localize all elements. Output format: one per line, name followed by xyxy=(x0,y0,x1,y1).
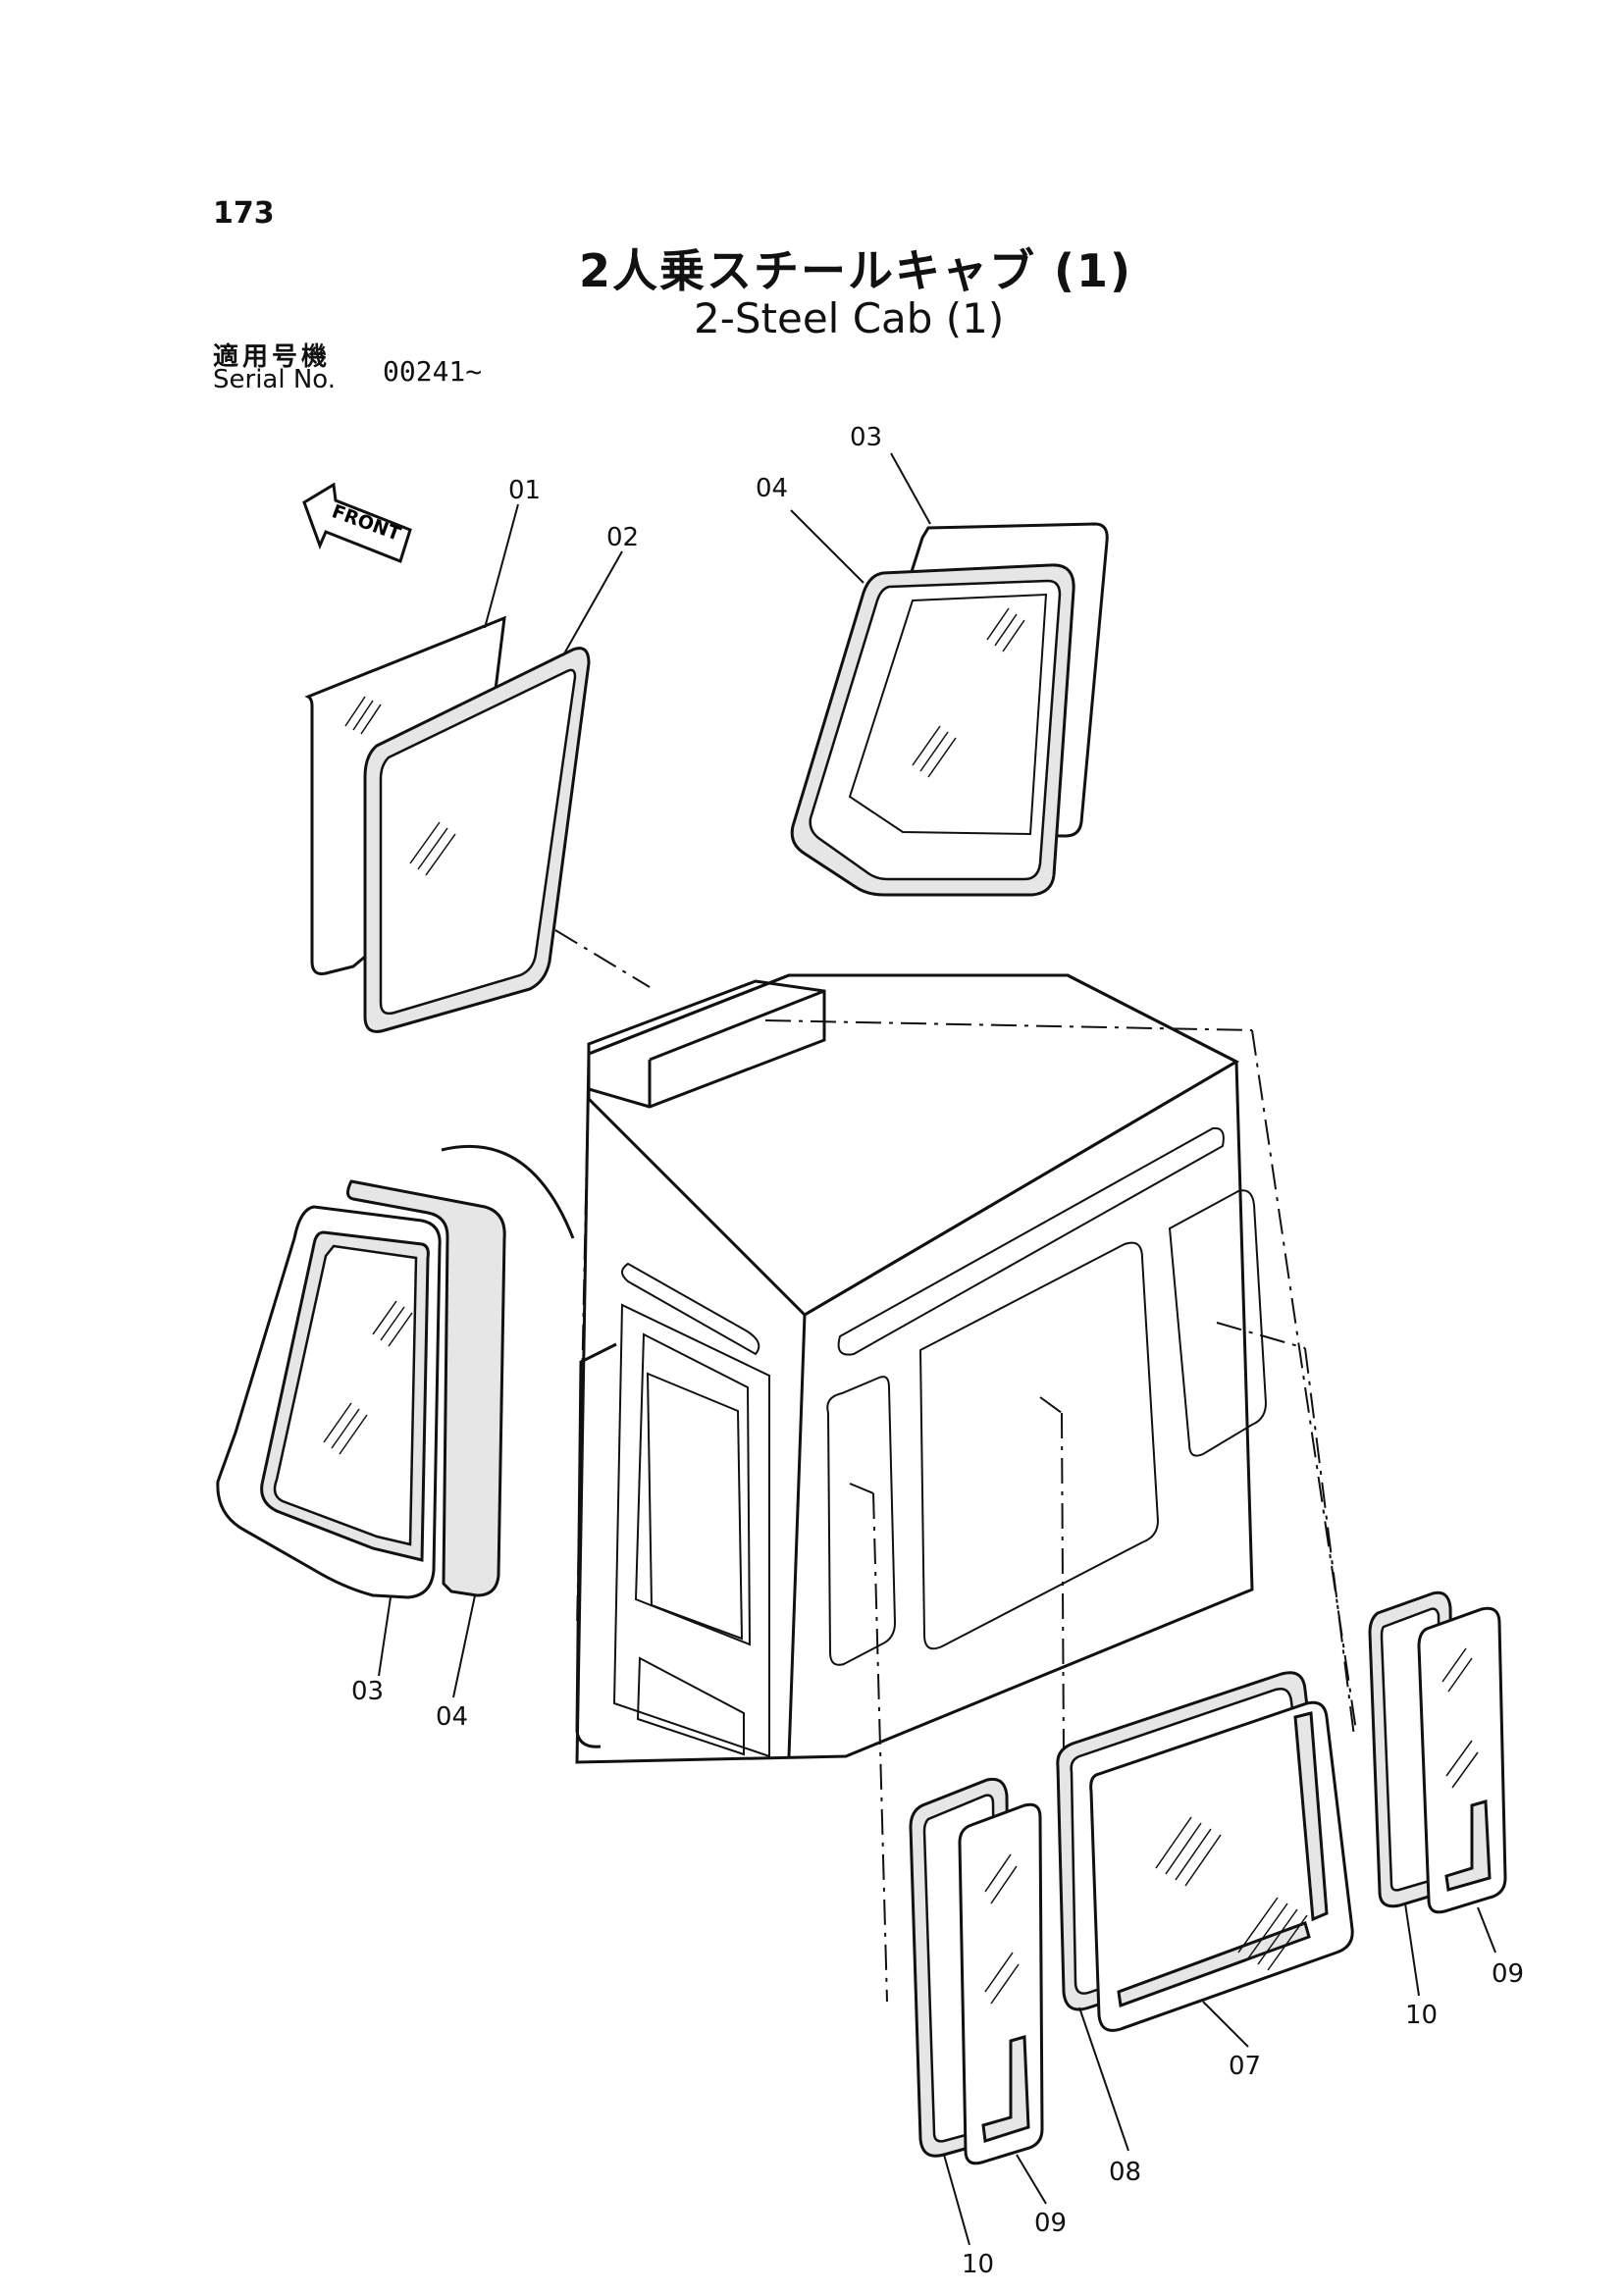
part-09-side-glass-right xyxy=(1417,1606,1507,1914)
wiper-arc xyxy=(441,1144,575,1239)
part-04-door-upper-seal xyxy=(790,563,1075,897)
serial-label-english: Serial No. xyxy=(213,365,336,394)
serial-range: 00241~ xyxy=(383,355,483,388)
cab-body xyxy=(575,973,1268,1764)
part-02-front-upper-seal xyxy=(363,647,591,1033)
serial-label-japanese: 適用号機 xyxy=(213,342,332,372)
callout-03-top: 03 xyxy=(850,423,882,452)
page-number: 173 xyxy=(213,196,275,231)
front-arrow-icon: FRONT xyxy=(302,482,412,563)
part-04-front-lower-seal xyxy=(260,1179,506,1597)
callout-10-center: 10 xyxy=(962,2250,994,2279)
callout-02: 02 xyxy=(606,523,639,552)
callout-09-right: 09 xyxy=(1492,1959,1524,1989)
callout-09-center: 09 xyxy=(1034,2209,1067,2238)
leader-lines xyxy=(554,929,1357,2003)
callout-04-top: 04 xyxy=(756,474,788,503)
callout-08: 08 xyxy=(1109,2158,1141,2187)
part-09-side-glass-center xyxy=(958,1802,1044,2165)
callout-leaders xyxy=(378,452,1496,2246)
title-japanese: 2人乗スチールキャブ (1) xyxy=(579,244,1133,297)
callout-04-left: 04 xyxy=(436,1702,468,1732)
callout-10-right: 10 xyxy=(1405,2001,1438,2030)
title-english: 2-Steel Cab (1) xyxy=(694,294,1005,342)
part-07-rear-glass xyxy=(1089,1700,1354,2032)
callout-07: 07 xyxy=(1229,2052,1261,2081)
callout-03-left: 03 xyxy=(351,1677,384,1706)
callout-01: 01 xyxy=(508,476,541,505)
